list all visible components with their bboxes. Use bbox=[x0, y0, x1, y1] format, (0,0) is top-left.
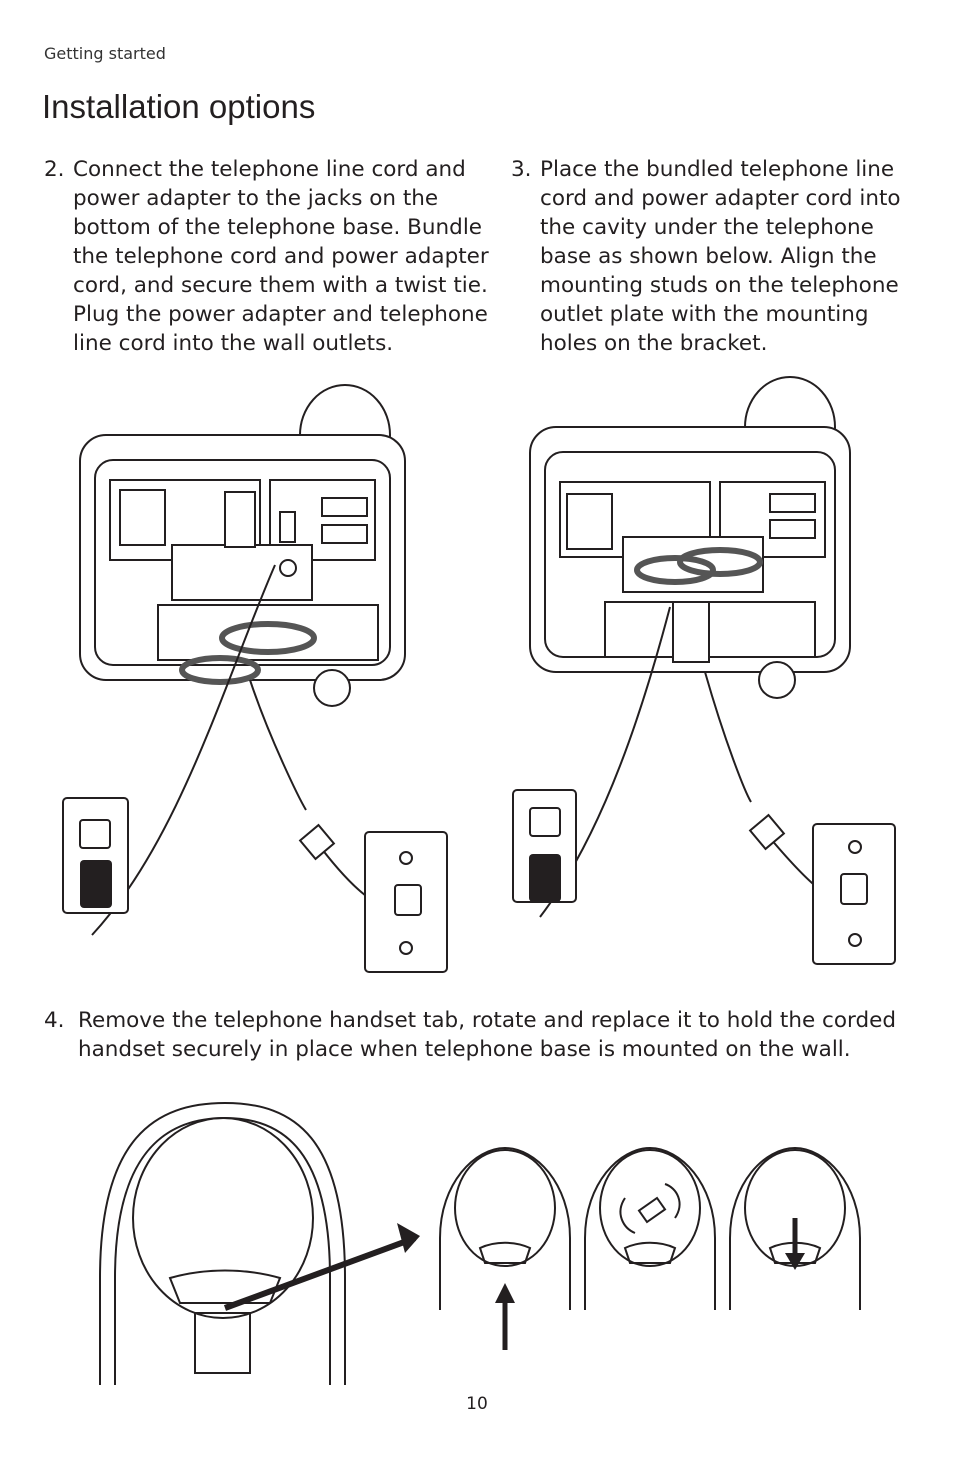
section-label: Getting started bbox=[44, 44, 166, 63]
step-2: 2. Connect the telephone line cord and p… bbox=[44, 155, 504, 358]
step-text: Connect the telephone line cord and powe… bbox=[73, 157, 489, 356]
page-title: Installation options bbox=[42, 88, 316, 125]
step-number: 4. bbox=[44, 1008, 65, 1033]
figure-handset-tab bbox=[99, 1101, 861, 1385]
step-text: Place the bundled telephone line cord an… bbox=[540, 157, 901, 356]
figure-base-cords-to-outlets bbox=[62, 384, 448, 973]
step-4: 4. Remove the telephone handset tab, rot… bbox=[44, 1006, 914, 1064]
step-number: 2. bbox=[44, 157, 65, 182]
step-text: Remove the telephone handset tab, rotate… bbox=[78, 1008, 897, 1062]
figure-cords-in-cavity bbox=[512, 376, 896, 965]
page-number: 10 bbox=[466, 1394, 488, 1414]
step-number: 3. bbox=[511, 157, 532, 182]
step-3: 3. Place the bundled telephone line cord… bbox=[511, 155, 921, 358]
